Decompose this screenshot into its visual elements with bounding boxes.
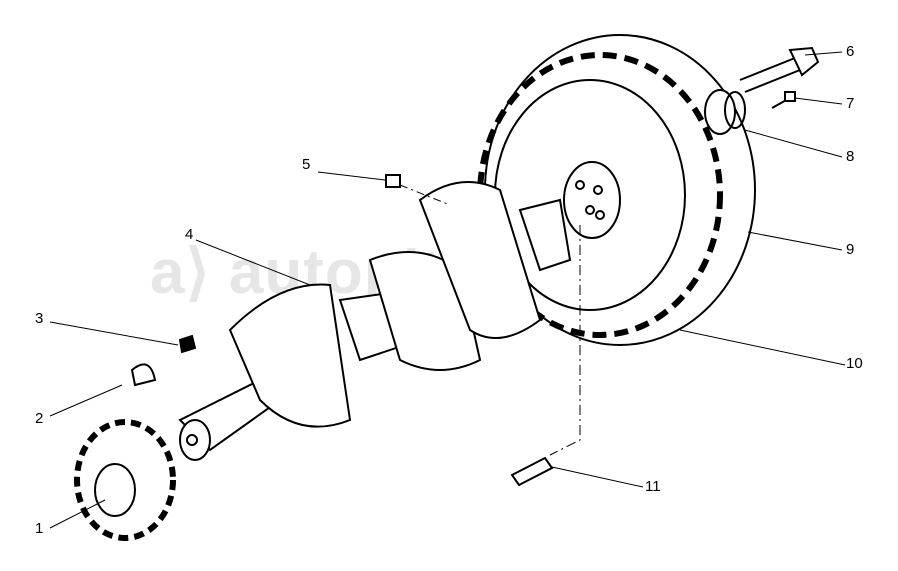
- crankshaft: [178, 181, 572, 461]
- screw: [771, 91, 796, 109]
- spigot-bearing: [704, 89, 746, 135]
- callout-2: 2: [35, 410, 44, 427]
- callout-11: 11: [645, 478, 661, 495]
- callout-1: 1: [35, 520, 44, 537]
- key: [130, 334, 197, 387]
- callout-6: 6: [846, 43, 855, 60]
- callout-9: 9: [846, 241, 855, 258]
- callout-3: 3: [35, 310, 44, 327]
- callout-10: 10: [846, 355, 863, 372]
- callout-5: 5: [302, 156, 311, 173]
- dowel-plug: [385, 174, 451, 206]
- leader-lines: [49, 51, 846, 529]
- timing-gear: [74, 419, 176, 541]
- callout-7: 7: [846, 95, 855, 112]
- callout-4: 4: [185, 226, 194, 243]
- callout-8: 8: [846, 148, 855, 165]
- pin: [510, 225, 581, 487]
